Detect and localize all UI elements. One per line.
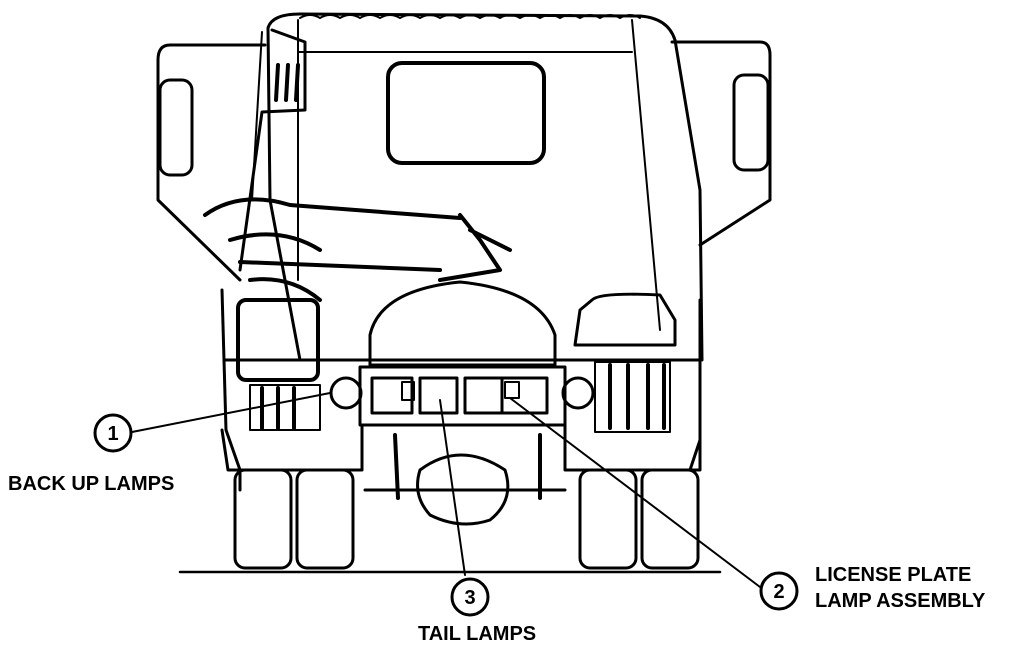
bumper-slot-right-outer <box>500 376 549 415</box>
callout-circle-2 <box>759 571 799 611</box>
right-mirror-arm <box>670 40 772 247</box>
license-plate-lamp-left <box>401 381 415 401</box>
callout-number-3: 3 <box>464 587 475 609</box>
exhaust-vent-3 <box>294 63 300 102</box>
lower-panel <box>220 423 702 472</box>
exhaust-stack-inner <box>251 31 263 201</box>
label-lamp-assembly: LAMP ASSEMBLY <box>815 590 986 612</box>
label-tail-lamps: TAIL LAMPS <box>418 623 537 645</box>
back-up-lamp-right <box>561 376 595 410</box>
left-mirror-arm <box>156 43 267 282</box>
center-housing <box>368 280 557 367</box>
shock-left <box>393 433 400 500</box>
tire-left-outer <box>233 468 293 570</box>
exhaust-vent-2 <box>284 63 290 102</box>
left-mirror <box>158 78 194 177</box>
right-tank <box>573 292 677 347</box>
cab-roof-detail <box>299 14 641 19</box>
left-tank <box>236 298 320 382</box>
leader-line-3 <box>439 399 466 576</box>
differential <box>416 453 510 526</box>
left-grille <box>249 384 321 431</box>
tire-right-inner <box>578 468 638 570</box>
bumper-slot-left-outer <box>370 376 414 415</box>
cab-body <box>266 12 704 362</box>
rear-window <box>386 61 546 165</box>
right-mirror <box>732 73 770 172</box>
label-back-up-lamps: BACK UP LAMPS <box>8 473 175 495</box>
cab-right-pillar <box>631 19 661 331</box>
exhaust-vent-1 <box>274 63 280 102</box>
tail-lamp-right <box>463 376 504 415</box>
callout-number-2: 2 <box>773 581 784 603</box>
label-license-plate: LICENSE PLATE <box>815 564 972 586</box>
tail-lamp-left <box>418 376 459 415</box>
hose-bundle <box>203 197 462 302</box>
linkage <box>438 213 512 282</box>
leader-line-2 <box>509 397 761 588</box>
callout-number-1: 1 <box>107 423 118 445</box>
license-plate-lamp-right <box>504 381 520 399</box>
tire-left-inner <box>295 468 355 570</box>
back-up-lamp-left <box>329 376 363 410</box>
callout-circle-1 <box>93 413 133 453</box>
callout-circle-3 <box>450 577 490 617</box>
tire-right-outer <box>640 468 700 570</box>
leader-line-1 <box>131 392 331 433</box>
right-grille <box>594 361 671 433</box>
